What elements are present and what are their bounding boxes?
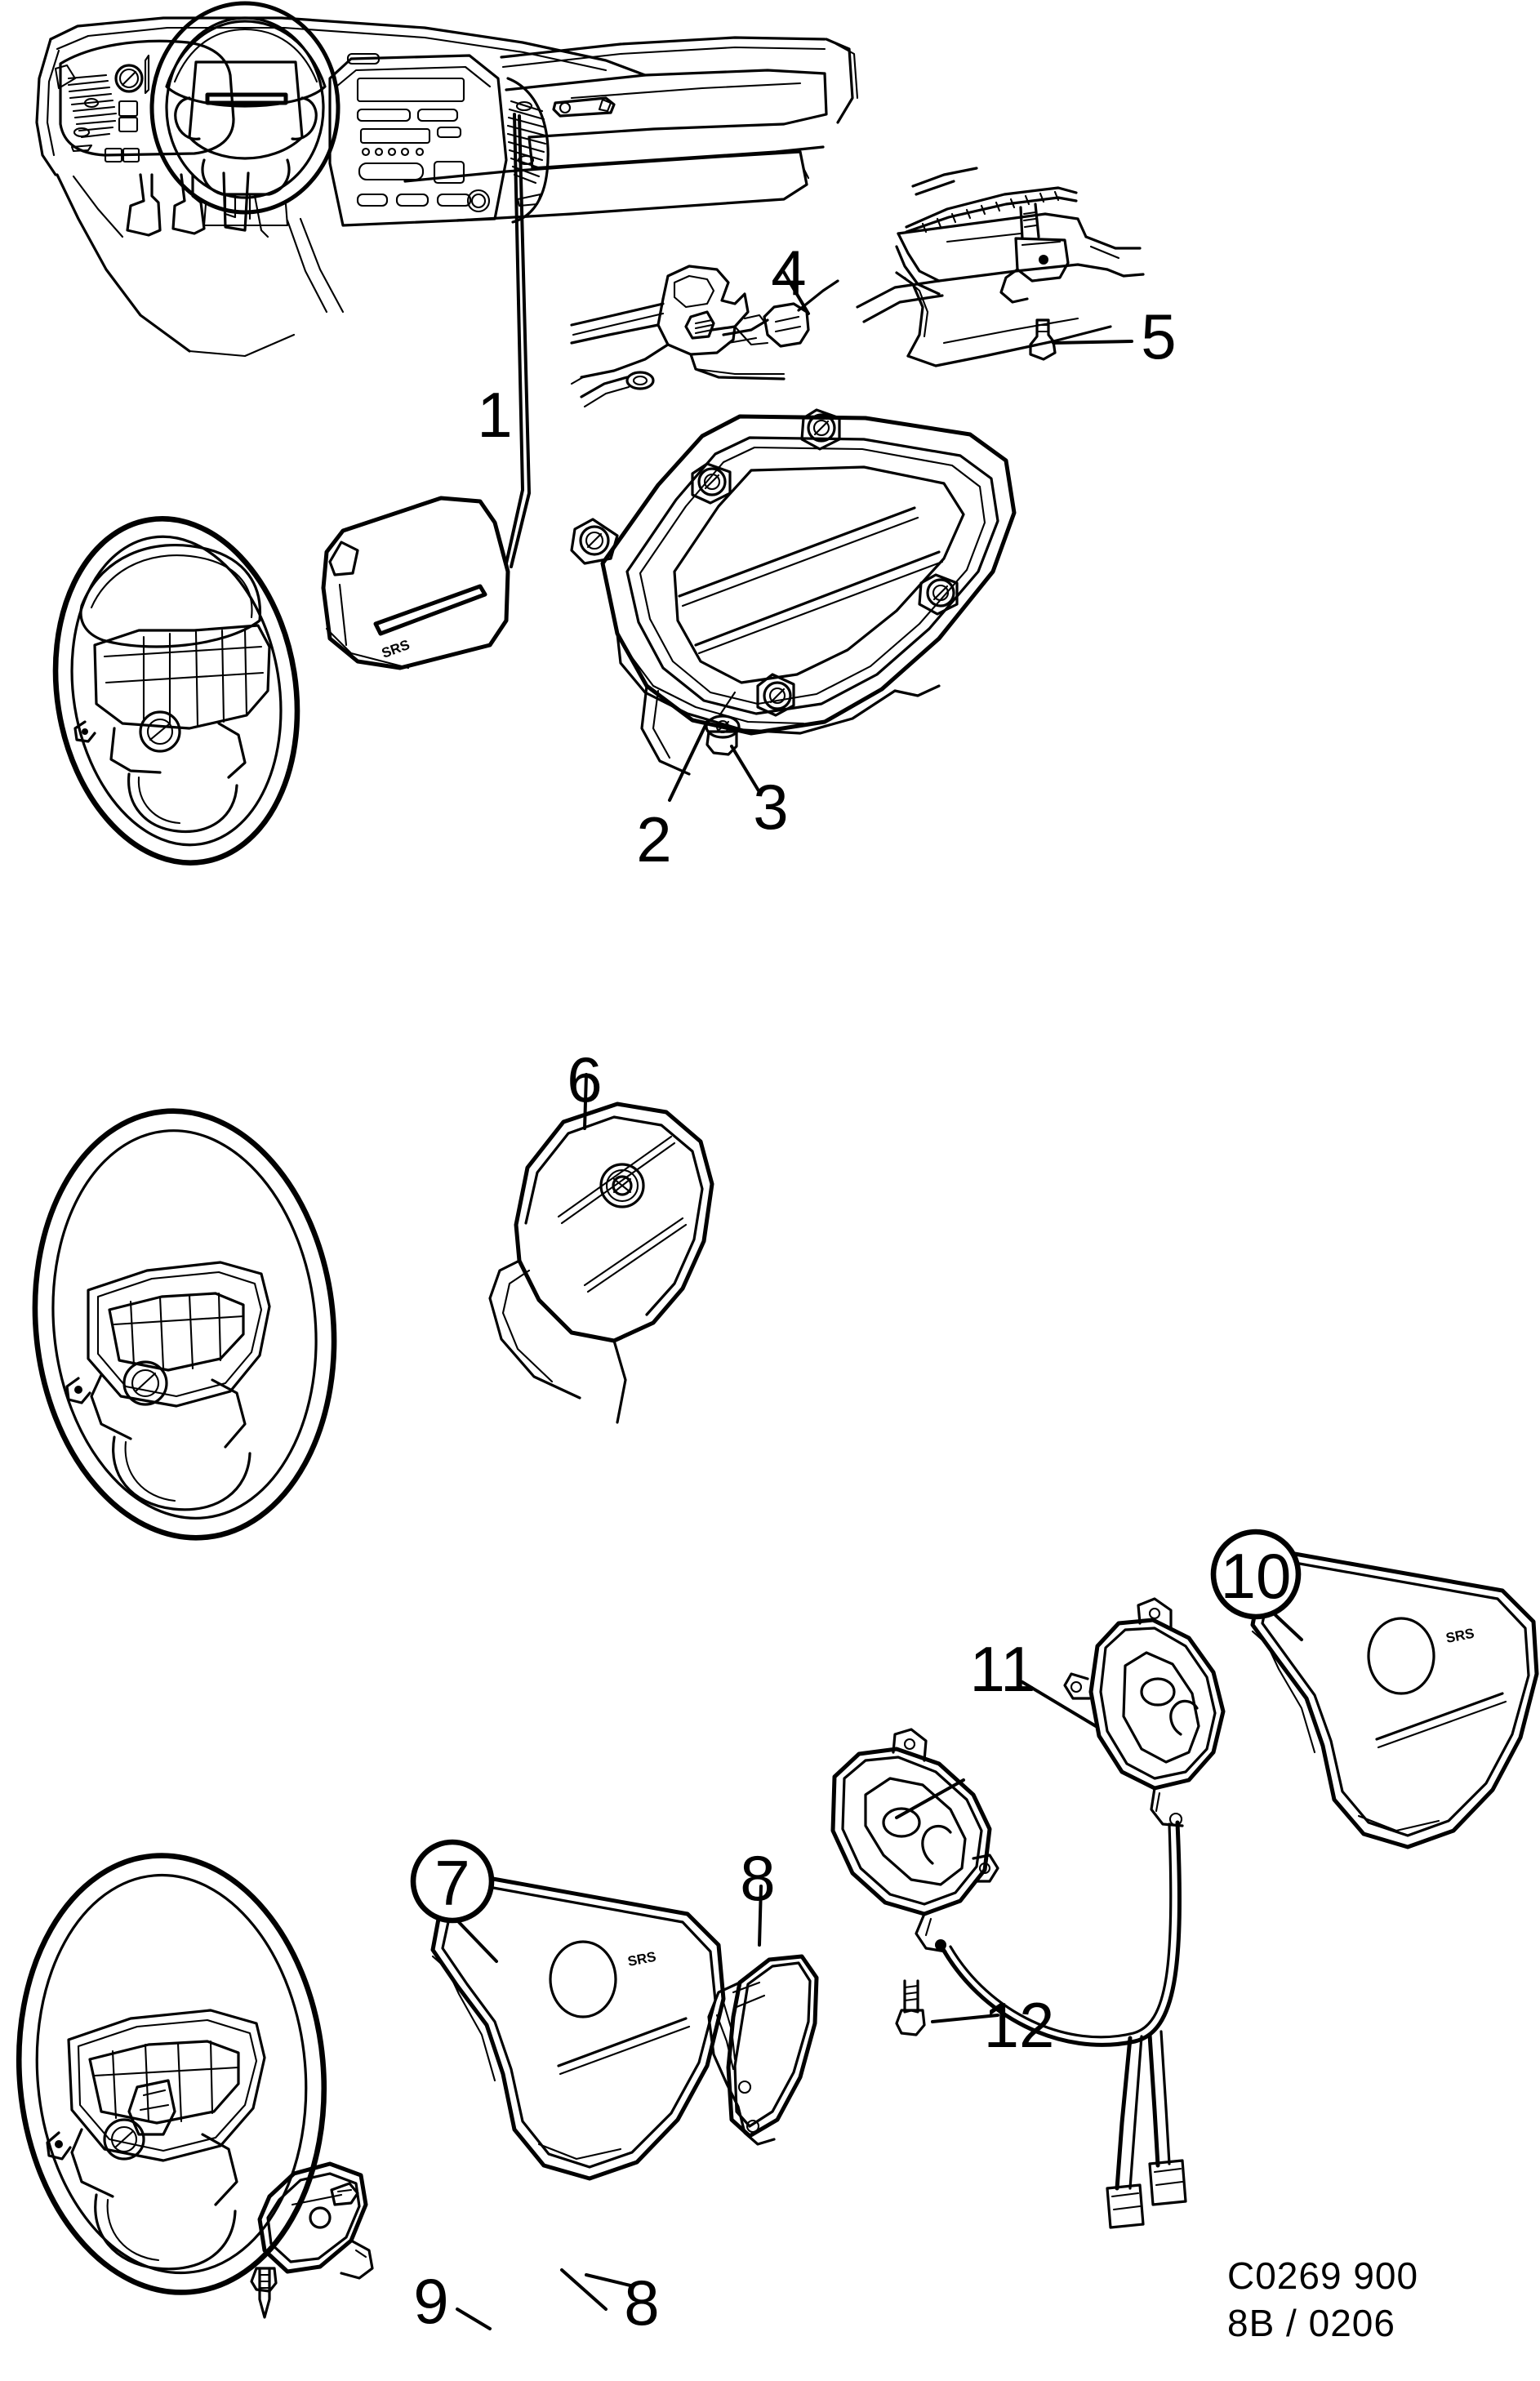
- trim-retaining-bolt: [1029, 318, 1057, 361]
- callout-numbers: 1 2 3 4 5 6 7 8: [410, 237, 1302, 2339]
- callout-2: 2: [636, 803, 671, 875]
- leader-lines: [456, 113, 1303, 2330]
- figure-steering-wheel-hub-lower: [16, 1853, 327, 2295]
- svg-text:12: 12: [984, 1989, 1055, 2061]
- svg-text:5: 5: [1141, 300, 1176, 372]
- callout-12: 12: [984, 1989, 1055, 2061]
- figure-passenger-airbag-module: [570, 408, 1017, 776]
- figure-airbag-cover-emblem: [488, 1101, 714, 1424]
- svg-text:8: 8: [624, 2267, 659, 2339]
- figure-airbag-module-10: SRS: [1250, 1551, 1539, 1849]
- figure-airbag-module-7: SRS: [430, 1872, 726, 2181]
- srs-marking-1: SRS: [380, 637, 412, 661]
- footer-part-reference: C0269 900: [1227, 2254, 1419, 2297]
- svg-text:1: 1: [477, 379, 512, 451]
- callout-9: 9: [413, 2265, 448, 2337]
- svg-text:8: 8: [740, 1842, 775, 1914]
- callout-10: 10: [1210, 1529, 1302, 1620]
- figure-switch-harness: [830, 1597, 1226, 2229]
- callout-5: 5: [1141, 300, 1176, 372]
- figure-airbag-cover-1: SRS: [321, 496, 510, 670]
- figure-spoke-cover-screw: [250, 2267, 278, 2319]
- srs-marking-10: SRS: [1444, 1626, 1475, 1646]
- callout-11: 11: [970, 1633, 1036, 1705]
- svg-text:7: 7: [434, 1847, 470, 1919]
- svg-text:3: 3: [753, 771, 788, 843]
- svg-text:2: 2: [636, 803, 671, 875]
- svg-text:4: 4: [771, 237, 806, 309]
- callout-3: 3: [753, 771, 788, 843]
- figure-trim-rail: [856, 167, 1145, 367]
- figure-dashboard-overview: [35, 1, 859, 358]
- callout-4: 4: [771, 237, 806, 309]
- footer-section-code: 8B / 0206: [1227, 2302, 1395, 2344]
- callout-7: 7: [410, 1839, 495, 1924]
- figure-steering-wheel-hub-upper: [52, 516, 300, 866]
- figure-switch-screw: [895, 1979, 926, 2036]
- svg-text:9: 9: [413, 2265, 448, 2337]
- callout-8-lower: 8: [624, 2267, 659, 2339]
- callout-8-upper: 8: [740, 1842, 775, 1914]
- figure-steering-wheel-hub-middle: [32, 1108, 337, 1541]
- callout-6: 6: [567, 1044, 602, 1115]
- figure-spoke-cover-lower: [257, 2161, 374, 2280]
- srs-marking-7: SRS: [626, 1949, 657, 1969]
- svg-text:6: 6: [567, 1044, 602, 1115]
- figure-spoke-cover-mid: [707, 1954, 819, 2146]
- svg-text:11: 11: [970, 1633, 1036, 1705]
- svg-text:10: 10: [1221, 1540, 1292, 1612]
- callout-1: 1: [477, 379, 512, 451]
